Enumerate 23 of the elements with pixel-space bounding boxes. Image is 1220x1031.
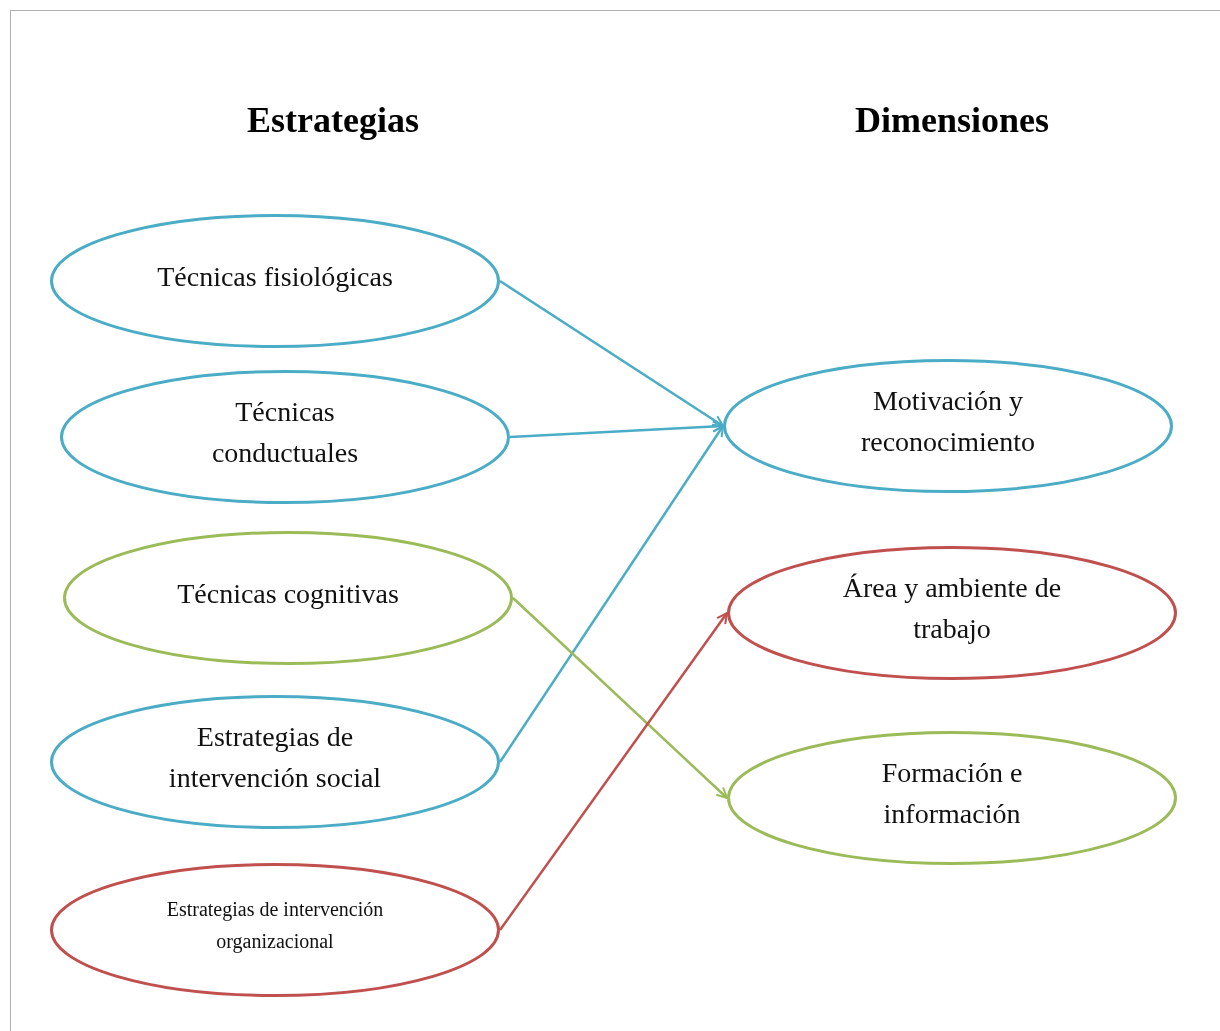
ellipse-node — [63, 531, 513, 665]
node-text: Área y ambiente de trabajo — [841, 570, 1063, 646]
ellipse-node — [50, 863, 500, 997]
arrow — [509, 420, 724, 439]
node-text: Formación e información — [880, 755, 1024, 831]
column-heading: Dimensiones — [855, 99, 1049, 141]
node-text: Estrategias de intervención social — [167, 719, 383, 795]
ellipse-node — [727, 546, 1177, 680]
arrow — [512, 597, 728, 799]
arrow — [499, 612, 728, 931]
ellipse-node — [50, 695, 500, 829]
column-heading: Estrategias — [247, 99, 419, 141]
node-text: Técnicas conductuales — [210, 394, 360, 470]
arrow — [498, 425, 725, 763]
node-text: Motivación y reconocimiento — [859, 383, 1037, 459]
arrow — [499, 279, 724, 428]
ellipse-node — [60, 370, 510, 504]
node-text: Estrategias de intervención organizacional — [165, 896, 385, 955]
ellipse-node — [727, 731, 1177, 865]
node-text: Técnicas cognitivas — [176, 576, 400, 611]
ellipse-node — [723, 359, 1173, 493]
node-text: Técnicas fisiológicas — [156, 259, 394, 294]
ellipse-node — [50, 214, 500, 348]
